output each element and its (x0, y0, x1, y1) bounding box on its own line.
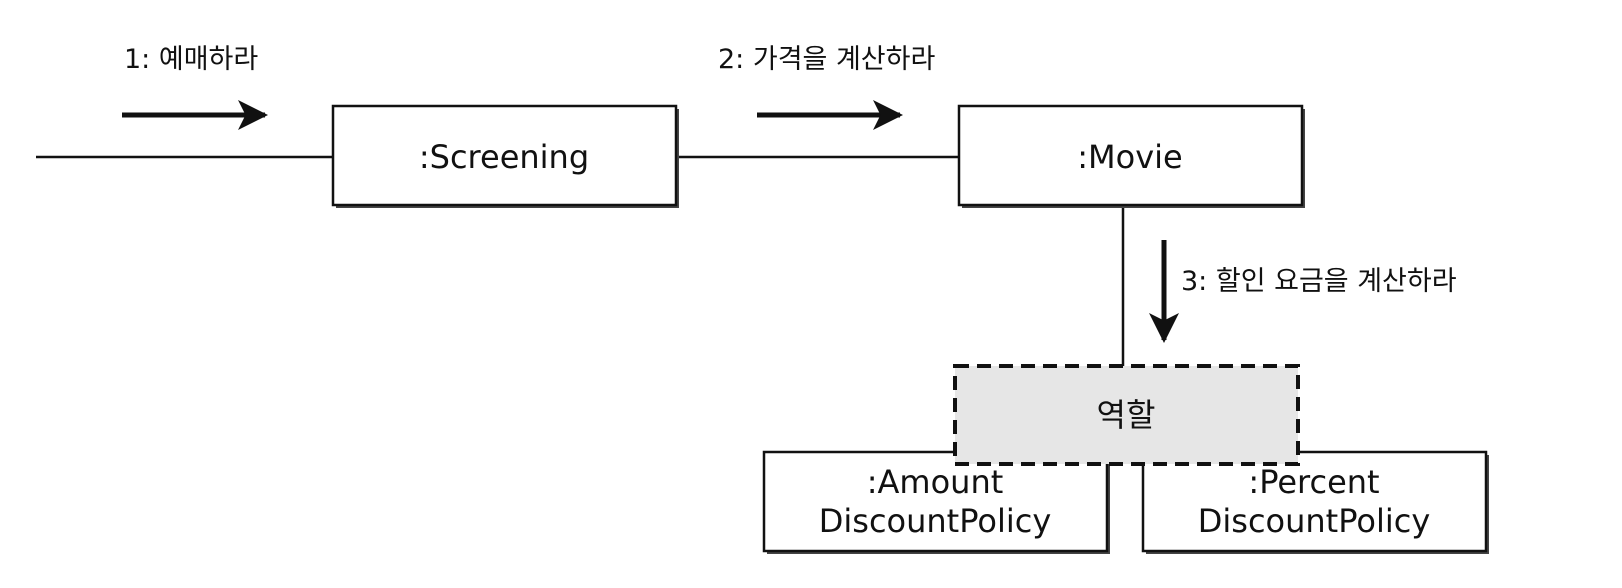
message-3-label: 3: 할인 요금을 계산하라 (1181, 266, 1457, 297)
screening-object: :Screening (331, 104, 679, 208)
percent-discount-policy-label-line1: :Percent (1248, 463, 1379, 501)
message-2-label: 2: 가격을 계산하라 (718, 44, 935, 75)
amount-discount-policy-label-line1: :Amount (867, 463, 1004, 501)
movie-label: :Movie (1077, 138, 1182, 176)
role-label: 역할 (1097, 396, 1156, 434)
screening-label: :Screening (419, 138, 589, 176)
amount-discount-policy-label-line2: DiscountPolicy (819, 502, 1052, 540)
percent-discount-policy-label-line2: DiscountPolicy (1198, 502, 1431, 540)
movie-object: :Movie (957, 104, 1305, 208)
amount-discount-policy-object: :Amount DiscountPolicy (762, 450, 1110, 554)
role-box: 역할 (953, 364, 1300, 466)
percent-discount-policy-object: :Percent DiscountPolicy (1141, 450, 1489, 554)
message-1-label: 1: 예매하라 (124, 44, 258, 75)
